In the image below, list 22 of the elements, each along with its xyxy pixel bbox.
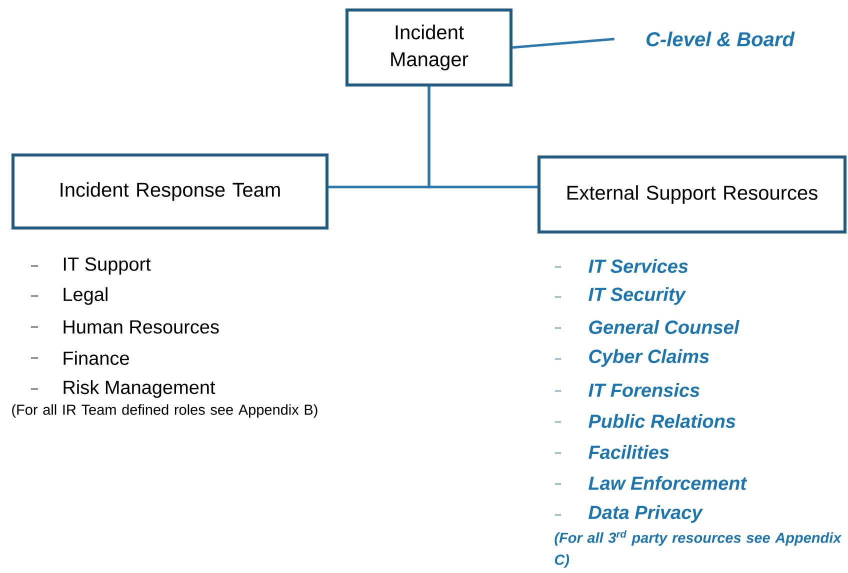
group-label: C-level & Board bbox=[646, 32, 795, 46]
list-item: Law Enforcement bbox=[588, 476, 748, 490]
connector-line bbox=[512, 38, 614, 49]
list-item: Legal bbox=[64, 287, 108, 305]
resources-box: External Support Resources bbox=[538, 156, 847, 234]
list-item: IT Security bbox=[588, 287, 686, 305]
list-item: Public Relations bbox=[588, 414, 736, 428]
list-item: Risk Management bbox=[64, 380, 216, 398]
note-text: (For all 3$^{rd}$ party resources see Appendix C) bbox=[554, 530, 842, 568]
list-item: IT Services bbox=[588, 259, 688, 273]
list-item: IT Support bbox=[64, 257, 151, 275]
list-item: Data Privacy bbox=[588, 505, 704, 523]
list-item: Cyber Claims bbox=[589, 349, 709, 367]
connector-line bbox=[428, 86, 538, 188]
list-item: Facilities bbox=[588, 445, 669, 459]
note-text: (For all IR Team defined roles see Appendix B) bbox=[12, 404, 318, 418]
list-item: General Counsel bbox=[589, 320, 740, 334]
list-item: Human Resources bbox=[64, 320, 219, 334]
list-item: Finance bbox=[64, 351, 129, 365]
manager-box: Incident Manager bbox=[346, 8, 512, 86]
team-box: Incident Response Team bbox=[12, 154, 328, 230]
list-item: IT Forensics bbox=[588, 383, 700, 397]
